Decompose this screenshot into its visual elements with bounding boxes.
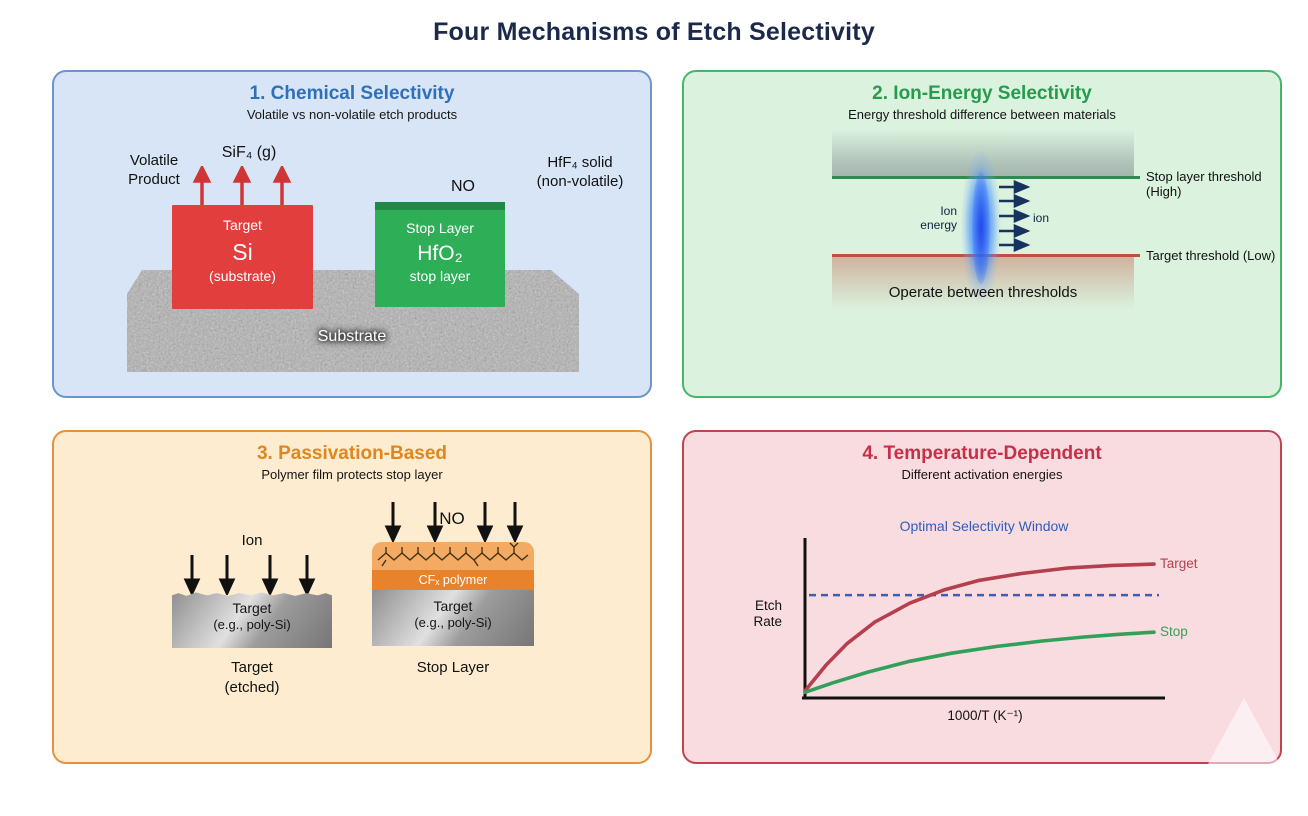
panel-passivation-based: 3. Passivation-Based Polymer film protec… [52, 430, 652, 764]
volatile-etch-arrows-up-icon [192, 166, 292, 206]
ion-label: ion [1033, 211, 1050, 225]
target-threshold-label: Target threshold (Low) [1146, 248, 1276, 263]
chart-axes [802, 538, 1165, 700]
panel-temperature-dependent: 4. Temperature-Dependent Different activ… [682, 430, 1282, 764]
panel-1-subtitle: Volatile vs non-volatile etch products [246, 107, 458, 122]
right-caption: Stop Layer [416, 659, 490, 676]
arrhenius-chart: Target Stop [802, 538, 1198, 700]
ion-arrows-down-right-icon [384, 502, 524, 542]
cf-polymer-band: CFₓ polymer [372, 570, 534, 590]
stop-curve-label: Stop [1160, 624, 1188, 639]
panel-4-title: 4. Temperature-Dependent [862, 443, 1102, 464]
panel-3-subtitle: Polymer film protects stop layer [261, 467, 443, 482]
stop-box-top-strip [375, 202, 505, 210]
etched-target-line1: Target [232, 600, 272, 616]
no-label-right: NO [439, 509, 465, 528]
target-curve [803, 562, 1156, 693]
stop-box-material: HfO₂ [417, 242, 463, 265]
optimal-selectivity-window-label: Optimal Selectivity Window [899, 518, 1069, 534]
panel-4-subtitle: Different activation energies [901, 467, 1063, 482]
ion-arrows-down-left-icon [183, 555, 316, 595]
panel-ion-energy-selectivity: 2. Ion-Energy Selectivity Energy thresho… [682, 70, 1282, 398]
ion-arrows-right-icon [999, 180, 1031, 252]
y-axis-label: Etch Rate [753, 598, 782, 629]
stop-box-caption: Stop Layer [406, 220, 474, 236]
ion-energy-label: Ion energy [920, 204, 957, 233]
left-caption: Target (etched) [224, 659, 280, 696]
sif4-gas-label: SiF₄ (g) [221, 144, 277, 161]
target-curve-label: Target [1160, 556, 1198, 571]
target-si-box: Target Si (substrate) [172, 205, 313, 309]
panel-2-subtitle: Energy threshold difference between mate… [848, 107, 1116, 122]
operate-between-thresholds-label: Operate between thresholds [888, 284, 1078, 301]
stop-curve [803, 630, 1156, 695]
panel-3-title: 3. Passivation-Based [256, 443, 448, 464]
protected-target-line2: (e.g., poly-Si) [414, 615, 492, 630]
watermark-triangle-icon [1208, 698, 1280, 764]
x-axis-label: 1000/T (K⁻¹) [947, 708, 1023, 723]
target-box-material: Si [232, 239, 253, 265]
target-box-caption: Target [223, 217, 262, 233]
stop-box-note: stop layer [409, 268, 471, 284]
stop-threshold-label: Stop layer threshold (High) [1146, 169, 1262, 199]
etched-target-line2: (e.g., poly-Si) [213, 617, 291, 632]
ion-label-left: Ion [241, 532, 263, 549]
polymer-molecule-drawing-icon [377, 542, 529, 567]
no-etch-label: NO [451, 178, 475, 195]
etched-target-block: Target (e.g., poly-Si) [172, 592, 332, 648]
panel-1-title: 1. Chemical Selectivity [249, 83, 455, 104]
substrate-label: Substrate [317, 328, 387, 345]
stop-layer-hfo2-box: Stop Layer HfO₂ stop layer [375, 202, 505, 307]
hff4-solid-label: HfF₄ solid (non-volatile) [536, 154, 624, 190]
panel-chemical-selectivity: 1. Chemical Selectivity Volatile vs non-… [52, 70, 652, 398]
page-title: Four Mechanisms of Etch Selectivity [433, 18, 875, 46]
protected-target-line1: Target [433, 598, 473, 614]
volatile-product-label: Volatile Product [128, 152, 180, 188]
panel-2-title: 2. Ion-Energy Selectivity [872, 83, 1092, 104]
protected-target-block: Target (e.g., poly-Si) [372, 590, 534, 646]
ion-beam-glow-core [972, 172, 990, 284]
polymer-film-cap [372, 542, 534, 570]
target-box-note: (substrate) [209, 268, 276, 284]
